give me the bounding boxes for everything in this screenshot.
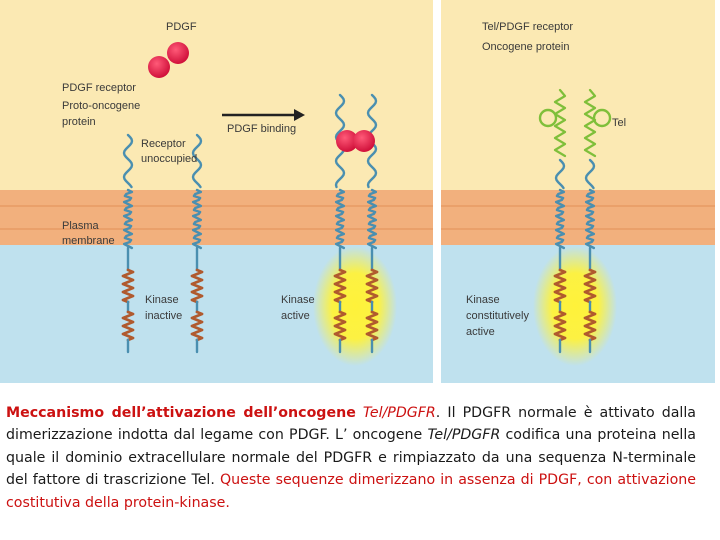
receptor-active-a-transmembrane (334, 188, 346, 250)
caption-title: Meccanismo dell’attivazione dell’oncogen… (6, 405, 356, 421)
kinase-glow-active (313, 246, 397, 366)
receptor-active-b-kinase-1 (365, 268, 379, 304)
label-membrane: membrane (62, 235, 115, 247)
receptor-left-a-kinase-1 (121, 268, 135, 304)
caption-title-gene: Tel/PDGFR (362, 405, 436, 421)
label-kinase-active-1: Kinase (281, 294, 315, 306)
label-unoccupied: unoccupied (141, 153, 197, 165)
oncogene-b-extracellular (584, 158, 596, 190)
tel-domain-a (553, 88, 567, 158)
receptor-left-a-extracellular (122, 133, 134, 189)
oncogene-b-kinase-1 (583, 268, 597, 304)
receptor-left-b-kinase-1 (190, 268, 204, 304)
pdgf-ligand (148, 42, 189, 78)
label-pdgf-receptor: PDGF receptor (62, 82, 136, 94)
pdgf-binding-arrow (222, 109, 305, 121)
caption-body-1: Il PDGFR normale è attivato dalla dimeri… (6, 405, 696, 444)
label-receptor: Receptor (141, 138, 186, 150)
tel-domain-b (583, 88, 597, 158)
label-kinase-const-3: active (466, 326, 495, 338)
oncogene-b-kinase-2 (583, 310, 597, 342)
receptor-active-a-kinase-2 (333, 310, 347, 342)
caption-body-2: codifica una proteina nella quale il dom… (6, 427, 696, 489)
label-protein: protein (62, 116, 96, 128)
receptor-left-b-transmembrane (191, 188, 203, 250)
label-tel-pdgf-receptor: Tel/PDGF receptor (482, 21, 573, 33)
receptor-left-a-transmembrane (122, 188, 134, 250)
label-proto-oncogene: Proto-oncogene (62, 100, 140, 112)
label-kinase-const-1: Kinase (466, 294, 500, 306)
oncogene-a-extracellular (554, 158, 566, 190)
receptor-active-b-transmembrane (366, 188, 378, 250)
oncogene-a-kinase-2 (553, 310, 567, 342)
extracellular-region (0, 0, 433, 190)
pdgf-dimer-bound (336, 130, 375, 152)
label-kinase-active-2: active (281, 310, 310, 322)
receptor-left-b-kinase-2 (190, 310, 204, 342)
kinase-glow-constitutive (533, 246, 617, 366)
figure-caption: Meccanismo dell’attivazione dell’oncogen… (6, 402, 696, 514)
label-tel: Tel (612, 117, 626, 129)
tel-loop-2 (592, 108, 612, 128)
oncogene-a-kinase-1 (553, 268, 567, 304)
label-kinase-inactive-2: inactive (145, 310, 182, 322)
receptor-active-b-kinase-2 (365, 310, 379, 342)
label-plasma: Plasma (62, 220, 100, 232)
receptor-active-a-kinase-1 (333, 268, 347, 304)
oncogene-b-transmembrane (584, 188, 596, 250)
receptor-left-b-extracellular (191, 133, 203, 189)
label-pdgf-binding: PDGF binding (227, 123, 296, 135)
oncogene-a-transmembrane (554, 188, 566, 250)
label-kinase-inactive-1: Kinase (145, 294, 179, 306)
tel-loop-1 (538, 108, 558, 128)
receptor-strands (121, 88, 612, 354)
caption-title-end: . (435, 405, 441, 421)
label-kinase-const-2: constitutively (466, 310, 529, 322)
membrane-region (0, 190, 433, 245)
label-oncogene-protein: Oncogene protein (482, 41, 569, 53)
oncogene-activation-figure: PDGF PDGF receptor Proto-oncogene protei… (0, 0, 715, 383)
caption-body-red: Queste sequenze dimerizzano in assenza d… (6, 472, 696, 511)
label-pdgf: PDGF (166, 21, 197, 33)
caption-body-gene: Tel/PDGFR (427, 427, 501, 444)
receptor-left-a-kinase-2 (121, 310, 135, 342)
